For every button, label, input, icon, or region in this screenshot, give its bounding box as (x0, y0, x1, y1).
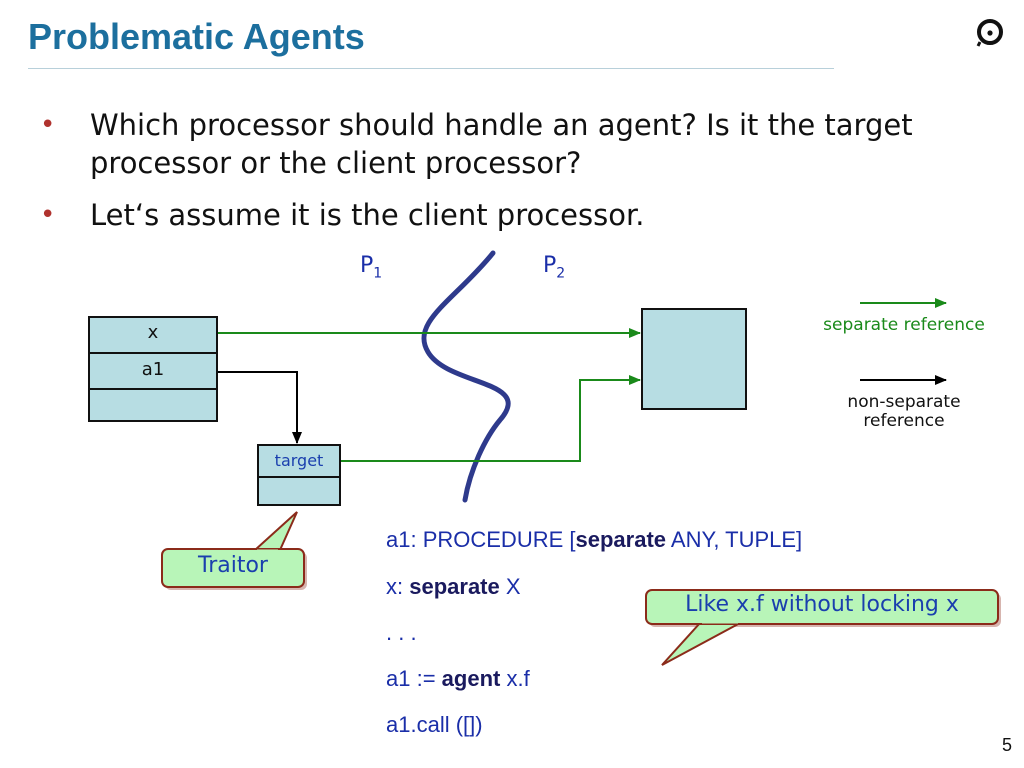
legend-non-separate-label: non-separate reference (847, 392, 961, 431)
bullet-item: • Which processor should handle an agent… (40, 106, 940, 182)
processor-boundary-curve (421, 250, 511, 503)
non-separate-reference-a1 (218, 371, 302, 444)
bullet-list: • Which processor should handle an agent… (40, 106, 940, 248)
bullet-text: Which processor should handle an agent? … (90, 108, 913, 180)
slide-title: Problematic Agents (28, 16, 365, 57)
processor-1-sub: 1 (373, 265, 383, 282)
code-line-3: . . . (386, 620, 417, 645)
agent-field-target (257, 444, 341, 478)
code-keyword: agent (441, 666, 501, 691)
agent-field-empty (257, 476, 341, 506)
code-text: a1: PROCEDURE [ (386, 527, 576, 552)
page-number: 5 (1001, 735, 1012, 755)
code-text: X (499, 574, 521, 599)
target-object (641, 308, 747, 410)
client-field-a1-label: a1 (141, 359, 165, 380)
code-text: a1 := (386, 666, 442, 691)
client-field-empty (88, 388, 218, 422)
agent-field-target-label: target (274, 451, 324, 470)
agent-object (257, 444, 341, 506)
processor-2-name: P (543, 253, 557, 278)
code-text: x: (386, 574, 410, 599)
code-text: ANY, TUPLE] (666, 527, 803, 552)
title-divider (28, 68, 834, 69)
client-field-a1 (88, 352, 218, 390)
bullet-item: • Let‘s assume it is the client processo… (40, 196, 940, 234)
traitor-callout-text: Traitor (198, 553, 268, 578)
processor-1-label: P1 (360, 253, 382, 281)
code-keyword: separate (409, 574, 500, 599)
like-xf-callout (645, 589, 1001, 666)
like-xf-callout-text: Like x.f without locking x (685, 592, 959, 617)
code-line-4: a1 := agent x.f (386, 666, 530, 692)
code-text: x.f (500, 666, 530, 691)
separate-reference-target (341, 375, 641, 462)
client-field-x (88, 316, 218, 354)
processor-2-label: P2 (543, 253, 565, 281)
client-object (88, 316, 218, 422)
code-keyword: separate (575, 527, 667, 552)
code-line-2: x: separate X (386, 574, 521, 600)
bullet-dot-icon: • (40, 200, 56, 230)
bullet-dot-icon: • (40, 110, 56, 140)
client-field-x-label: x (147, 322, 159, 343)
processor-2-sub: 2 (556, 265, 566, 282)
code-line-5: a1.call ([]) (386, 712, 483, 737)
eiffel-logo-icon (976, 19, 1003, 47)
code-line-1: a1: PROCEDURE [separate ANY, TUPLE] (386, 527, 802, 553)
bullet-text: Let‘s assume it is the client processor. (90, 198, 645, 232)
traitor-callout (161, 511, 307, 590)
legend-separate-label: separate reference (823, 315, 985, 335)
processor-1-name: P (360, 253, 374, 278)
